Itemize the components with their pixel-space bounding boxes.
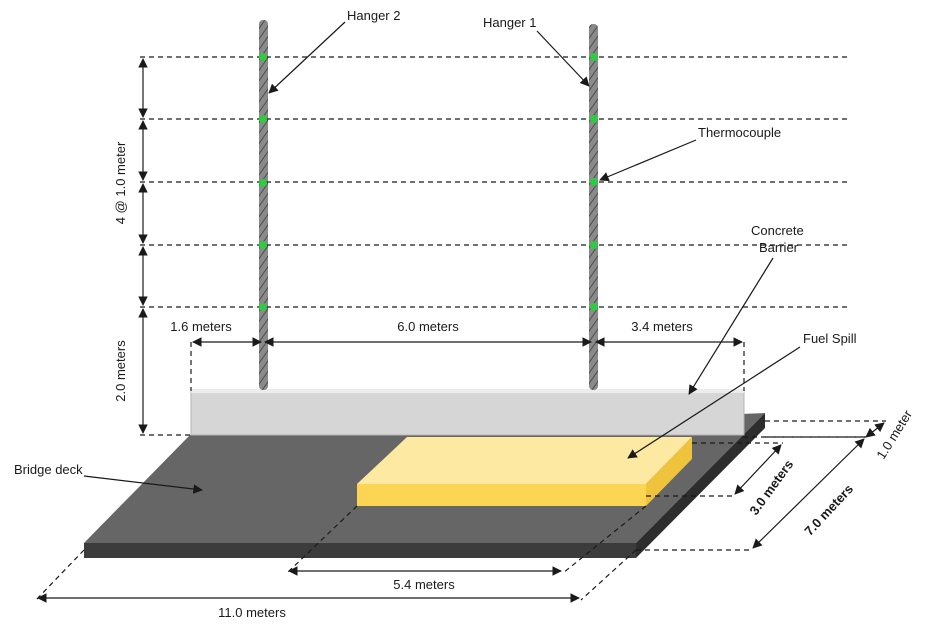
hanger-2-label: Hanger 2 <box>347 8 400 23</box>
bridge-deck-label: Bridge deck <box>14 462 83 477</box>
thermocouple-dot <box>590 178 598 186</box>
hanger-2-leader <box>268 21 346 94</box>
bridge-deck-front <box>84 543 636 558</box>
concrete-barrier <box>190 390 745 436</box>
spill-length-extension-left <box>286 505 358 574</box>
thermocouple-dot <box>259 115 267 123</box>
thermocouple-dot <box>259 53 267 61</box>
concrete-barrier-leader <box>688 257 774 395</box>
dim-barrier-width <box>865 422 885 438</box>
fuel-spill-front <box>357 484 646 506</box>
thermocouples <box>259 53 598 311</box>
deck-length-extension-right <box>580 549 637 601</box>
thermocouple-dot <box>590 53 598 61</box>
thermocouple-dot <box>259 241 267 249</box>
dim-deck-width <box>752 438 865 549</box>
vertical-spacing-label: 4 @ 1.0 meter <box>113 141 128 224</box>
thermocouple-dot <box>590 303 598 311</box>
bridge-deck-side <box>636 413 765 558</box>
hanger-2-cable <box>259 20 268 390</box>
concrete-barrier-label-line1: Concrete <box>751 223 804 238</box>
hanger-1-cable <box>589 24 598 390</box>
hanger-1-label: Hanger 1 <box>483 15 536 30</box>
thermocouple-dot <box>259 179 267 187</box>
fuel-spill-top <box>357 437 692 484</box>
hanger-spacing-label: 6.0 meters <box>397 319 459 334</box>
bridge-deck-leader <box>83 475 203 494</box>
thermocouple-dot <box>259 303 267 311</box>
barrier-width-label: 1.0 meter <box>873 407 915 462</box>
concrete-barrier-label-line2: Barrier <box>759 240 799 255</box>
barrier-height-label: 2.0 meters <box>113 340 128 402</box>
fuel-spill-leader <box>627 346 801 459</box>
spill-length-label: 5.4 meters <box>393 577 455 592</box>
hanger-1-leader <box>536 30 590 87</box>
left-offset-label: 1.6 meters <box>170 319 232 334</box>
thermocouple-dot <box>590 115 598 123</box>
deck-length-extension-left <box>35 549 85 601</box>
thermocouple-label: Thermocouple <box>698 125 781 140</box>
thermocouple-dot <box>590 241 598 249</box>
thermocouple-leader <box>599 139 697 182</box>
deck-width-label: 7.0 meters <box>801 481 856 538</box>
concrete-barrier-top-edge <box>191 389 744 393</box>
fuel-spill-label: Fuel Spill <box>803 331 857 346</box>
spill-width-label: 3.0 meters <box>746 457 796 518</box>
deck-length-label: 11.0 meters <box>218 605 286 620</box>
fuel-spill-side <box>646 437 692 506</box>
right-offset-label: 3.4 meters <box>631 319 693 334</box>
